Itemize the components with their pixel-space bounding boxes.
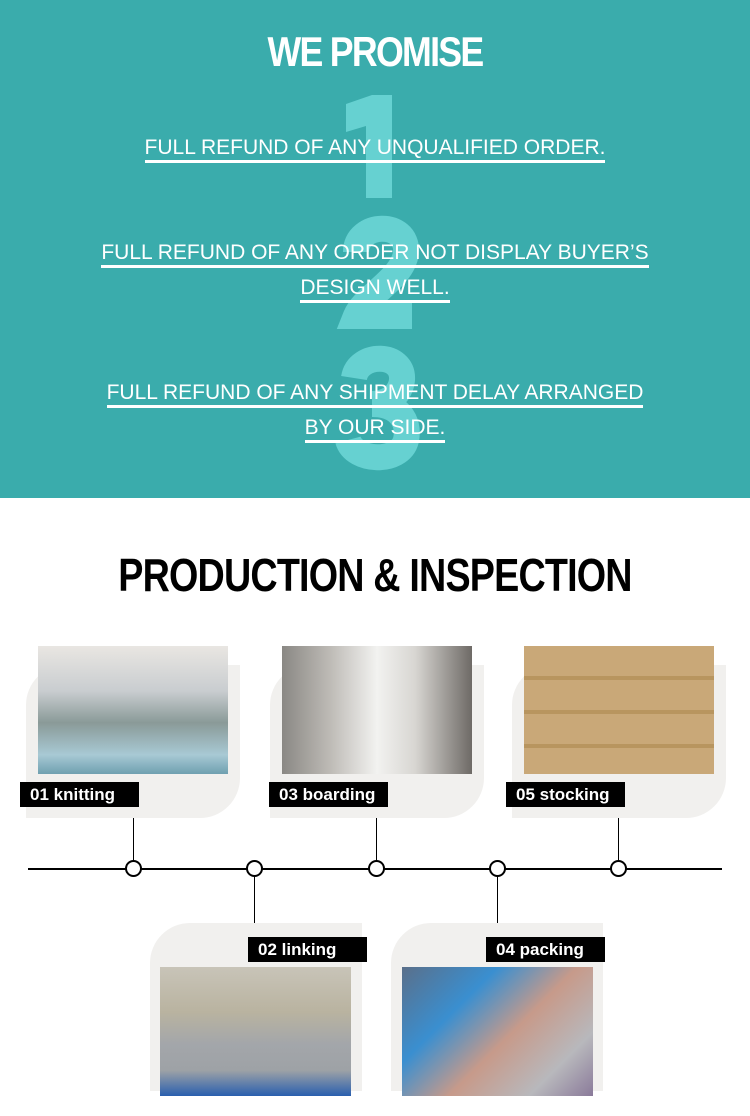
step-label-packing: 04 packing — [486, 937, 605, 962]
step-label-knitting: 01 knitting — [20, 782, 139, 807]
promise-number-3 — [335, 345, 420, 471]
promise-text: DESIGN WELL. — [300, 276, 450, 303]
timeline-node — [368, 860, 385, 877]
production-title: PRODUCTION & INSPECTION — [118, 549, 632, 601]
connector-line — [497, 876, 498, 923]
promise-item-3-cont: BY OUR SIDE. — [0, 416, 750, 443]
knitting-photo — [38, 646, 228, 774]
step-label-linking: 02 linking — [248, 937, 367, 962]
step-label-stocking: 05 stocking — [506, 782, 625, 807]
promise-number-2 — [336, 215, 419, 329]
promise-text: FULL REFUND OF ANY SHIPMENT DELAY ARRANG… — [106, 381, 644, 408]
connector-line — [376, 818, 377, 862]
promise-text: FULL REFUND OF ANY UNQUALIFIED ORDER. — [144, 136, 606, 163]
promise-item-3: FULL REFUND OF ANY SHIPMENT DELAY ARRANG… — [0, 381, 750, 408]
timeline-node — [246, 860, 263, 877]
connector-line — [254, 876, 255, 923]
boarding-photo — [282, 646, 472, 774]
timeline-node — [125, 860, 142, 877]
promise-text: FULL REFUND OF ANY ORDER NOT DISPLAY BUY… — [101, 241, 649, 268]
promise-text: BY OUR SIDE. — [304, 416, 446, 443]
stocking-photo — [524, 646, 714, 774]
step-label-boarding: 03 boarding — [269, 782, 388, 807]
promise-item-1: FULL REFUND OF ANY UNQUALIFIED ORDER. — [0, 136, 750, 163]
promise-item-2-cont: DESIGN WELL. — [0, 276, 750, 303]
timeline-node — [610, 860, 627, 877]
promise-number-1 — [346, 95, 392, 198]
packing-photo — [402, 967, 593, 1096]
promise-number-watermarks — [335, 95, 420, 471]
timeline-node — [489, 860, 506, 877]
connector-line — [133, 818, 134, 862]
connector-line — [618, 818, 619, 862]
promise-item-2: FULL REFUND OF ANY ORDER NOT DISPLAY BUY… — [0, 241, 750, 268]
promise-title: WE PROMISE — [267, 28, 484, 75]
linking-photo — [160, 967, 351, 1096]
promise-section: WE PROMISE FULL REFUND OF ANY UNQUALIFIE… — [0, 0, 750, 498]
